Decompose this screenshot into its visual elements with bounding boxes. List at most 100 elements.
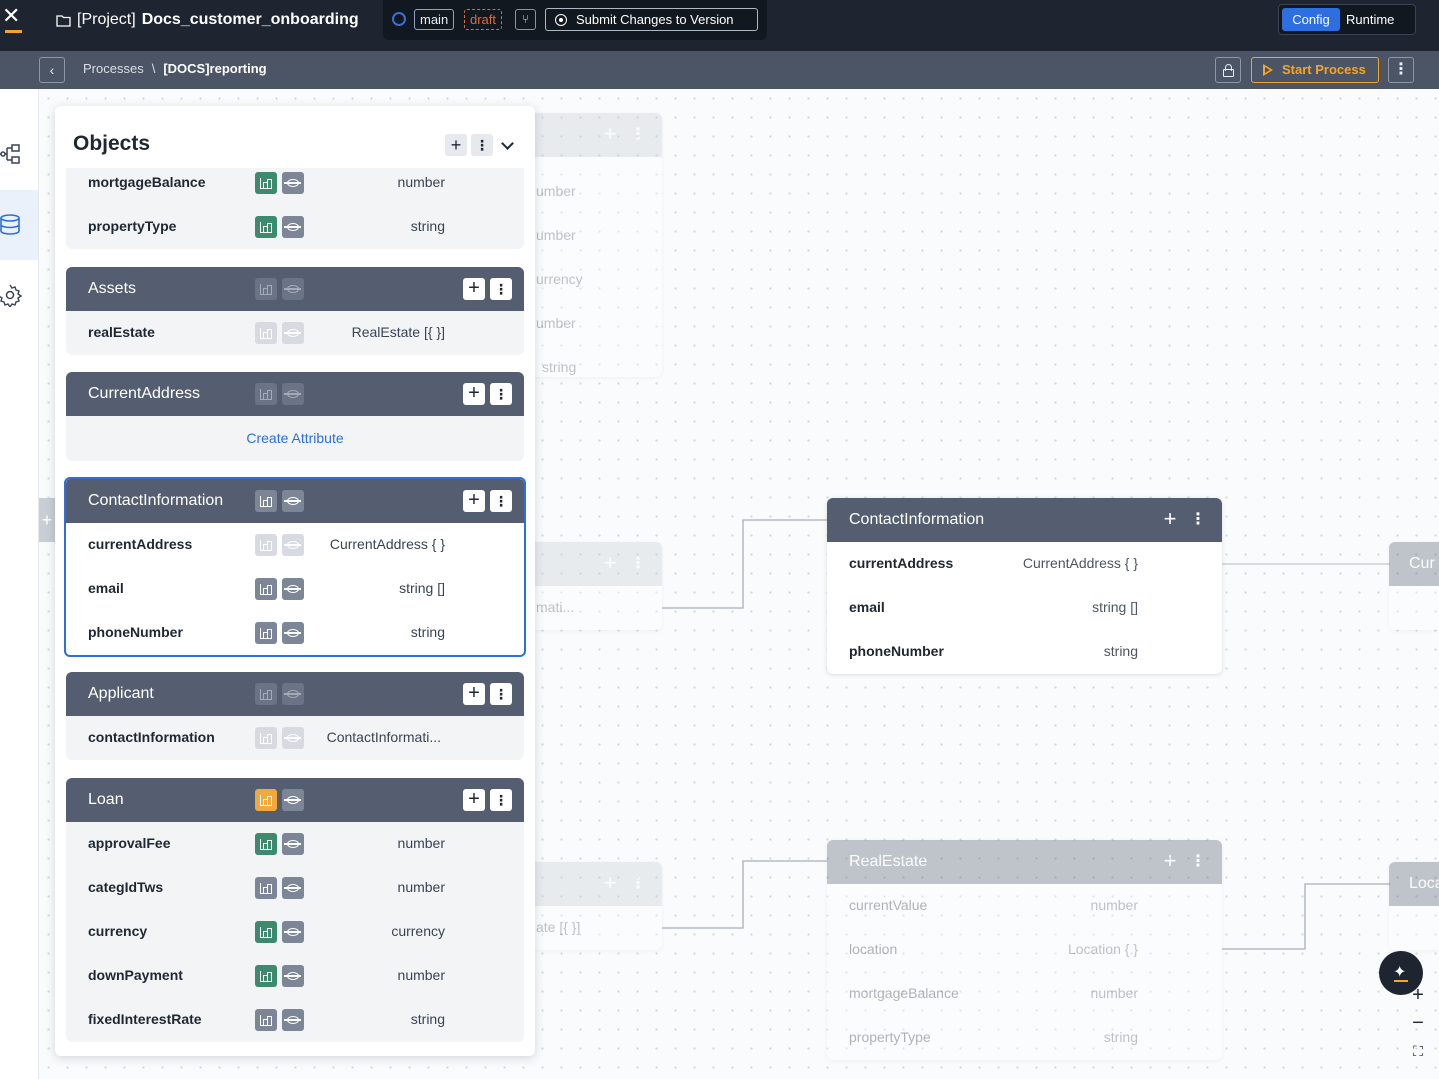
breadcrumb-processes[interactable]: Processes <box>83 61 144 76</box>
kebab-icon[interactable]: ⋮ <box>630 126 646 143</box>
sensitive-data-icon[interactable] <box>282 534 304 556</box>
kebab-icon[interactable]: ⋮ <box>490 490 512 512</box>
sensitive-data-icon[interactable] <box>282 490 304 512</box>
object-card-assets[interactable]: Assets + ⋮ realEstate RealEstate [{ }] <box>66 267 524 355</box>
ghost-node-bottom[interactable]: + ⋮ ate [{ }] <box>520 862 662 950</box>
mode-runtime-tab[interactable]: Runtime <box>1346 12 1395 27</box>
object-attribute-row[interactable]: contactInformation ContactInformati... <box>66 716 524 760</box>
zoom-in-button[interactable]: + <box>1412 984 1424 1006</box>
add-icon[interactable]: + <box>603 550 617 575</box>
chevron-down-icon[interactable] <box>500 134 516 156</box>
add-attribute-icon[interactable]: + <box>1163 506 1177 531</box>
back-button[interactable]: ‹ <box>39 57 65 83</box>
reporting-icon[interactable] <box>255 965 277 987</box>
add-attribute-icon[interactable]: + <box>463 278 485 300</box>
kebab-icon[interactable]: ⋮ <box>1190 511 1206 528</box>
reporting-icon[interactable] <box>255 1009 277 1031</box>
kebab-icon[interactable]: ⋮ <box>490 789 512 811</box>
ai-assistant-button[interactable]: ✦ <box>1379 951 1423 995</box>
panel-collapse-handle[interactable]: + <box>39 498 55 542</box>
sensitive-data-icon[interactable] <box>282 172 304 194</box>
add-attribute-icon[interactable]: + <box>463 789 485 811</box>
sensitive-data-icon[interactable] <box>282 921 304 943</box>
add-attribute-icon[interactable]: + <box>1163 848 1177 873</box>
sensitive-data-icon[interactable] <box>282 1009 304 1031</box>
reporting-icon[interactable] <box>255 833 277 855</box>
kebab-icon[interactable]: ⋮ <box>490 683 512 705</box>
object-attribute-row[interactable]: categIdTws number <box>66 866 524 910</box>
add-attribute-icon[interactable]: + <box>463 683 485 705</box>
add-attribute-icon[interactable]: + <box>463 490 485 512</box>
reporting-icon[interactable] <box>255 877 277 899</box>
object-header[interactable]: CurrentAddress + ⋮ <box>66 372 524 416</box>
partial-node-current-address[interactable]: Cur <box>1389 542 1439 630</box>
rail-process-item[interactable] <box>0 119 38 189</box>
sensitive-data-icon[interactable] <box>282 683 304 705</box>
rail-settings-item[interactable] <box>0 260 38 330</box>
reporting-icon[interactable] <box>255 383 277 405</box>
object-attribute-row[interactable]: propertyType string <box>66 205 524 249</box>
add-attribute-icon[interactable]: + <box>463 383 485 405</box>
submit-changes-button[interactable]: Submit Changes to Version <box>545 8 758 31</box>
object-card-applicant[interactable]: Applicant + ⋮ contactInformation Contact… <box>66 672 524 760</box>
object-header[interactable]: ContactInformation + ⋮ <box>66 479 524 523</box>
reporting-icon[interactable] <box>255 789 277 811</box>
reporting-icon[interactable] <box>255 490 277 512</box>
panel-more-button[interactable]: ⋮ <box>471 134 493 156</box>
reporting-icon[interactable] <box>255 727 277 749</box>
mode-config-tab[interactable]: Config <box>1282 8 1340 31</box>
create-attribute-link[interactable]: Create Attribute <box>246 430 344 446</box>
lock-button[interactable] <box>1215 57 1241 83</box>
kebab-icon[interactable]: ⋮ <box>630 875 646 892</box>
sensitive-data-icon[interactable] <box>282 278 304 300</box>
sensitive-data-icon[interactable] <box>282 727 304 749</box>
object-header[interactable]: Assets + ⋮ <box>66 267 524 311</box>
ghost-node-top[interactable]: + ⋮ umber umber urrency umber string <box>520 113 662 377</box>
zoom-out-button[interactable]: − <box>1412 1012 1424 1034</box>
kebab-icon[interactable]: ⋮ <box>490 278 512 300</box>
sensitive-data-icon[interactable] <box>282 965 304 987</box>
object-attribute-row[interactable]: mortgageBalance number <box>66 168 524 205</box>
object-attribute-row[interactable]: currency currency <box>66 910 524 954</box>
object-card-loan[interactable]: Loan + ⋮ approvalFee number categIdTws n… <box>66 778 524 1042</box>
object-header[interactable]: Loan + ⋮ <box>66 778 524 822</box>
sensitive-data-icon[interactable] <box>282 322 304 344</box>
ghost-node-mid[interactable]: + ⋮ mati... <box>520 542 662 630</box>
reporting-icon[interactable] <box>255 683 277 705</box>
partial-node-location[interactable]: Loca <box>1389 862 1439 950</box>
sensitive-data-icon[interactable] <box>282 383 304 405</box>
object-card-contact-information[interactable]: ContactInformation + ⋮ currentAddress Cu… <box>64 477 526 657</box>
git-branch-icon[interactable]: ⑂ <box>515 9 536 30</box>
sensitive-data-icon[interactable] <box>282 216 304 238</box>
object-header[interactable]: Applicant + ⋮ <box>66 672 524 716</box>
object-attribute-row[interactable]: phoneNumber string <box>66 611 524 655</box>
kebab-icon[interactable]: ⋮ <box>630 555 646 572</box>
kebab-icon[interactable]: ⋮ <box>1190 853 1206 870</box>
rail-data-item[interactable] <box>0 190 38 260</box>
reporting-icon[interactable] <box>255 322 277 344</box>
sensitive-data-icon[interactable] <box>282 578 304 600</box>
object-card-current-address[interactable]: CurrentAddress + ⋮ Create Attribute <box>66 372 524 461</box>
object-attribute-row[interactable]: fixedInterestRate string <box>66 998 524 1042</box>
kebab-icon[interactable]: ⋮ <box>490 383 512 405</box>
app-logo[interactable]: ✕ <box>2 6 24 33</box>
object-attribute-row[interactable]: currentAddress CurrentAddress { } <box>66 523 524 567</box>
more-options-button[interactable]: ⋮ <box>1388 57 1414 83</box>
object-attribute-row[interactable]: email string [] <box>66 567 524 611</box>
branch-badge[interactable]: main <box>414 9 455 30</box>
reporting-icon[interactable] <box>255 278 277 300</box>
reporting-icon[interactable] <box>255 172 277 194</box>
object-attribute-row[interactable]: approvalFee number <box>66 822 524 866</box>
sensitive-data-icon[interactable] <box>282 622 304 644</box>
reporting-icon[interactable] <box>255 534 277 556</box>
add-object-button[interactable]: + <box>445 134 467 156</box>
sensitive-data-icon[interactable] <box>282 789 304 811</box>
add-icon[interactable]: + <box>603 870 617 895</box>
reporting-icon[interactable] <box>255 622 277 644</box>
